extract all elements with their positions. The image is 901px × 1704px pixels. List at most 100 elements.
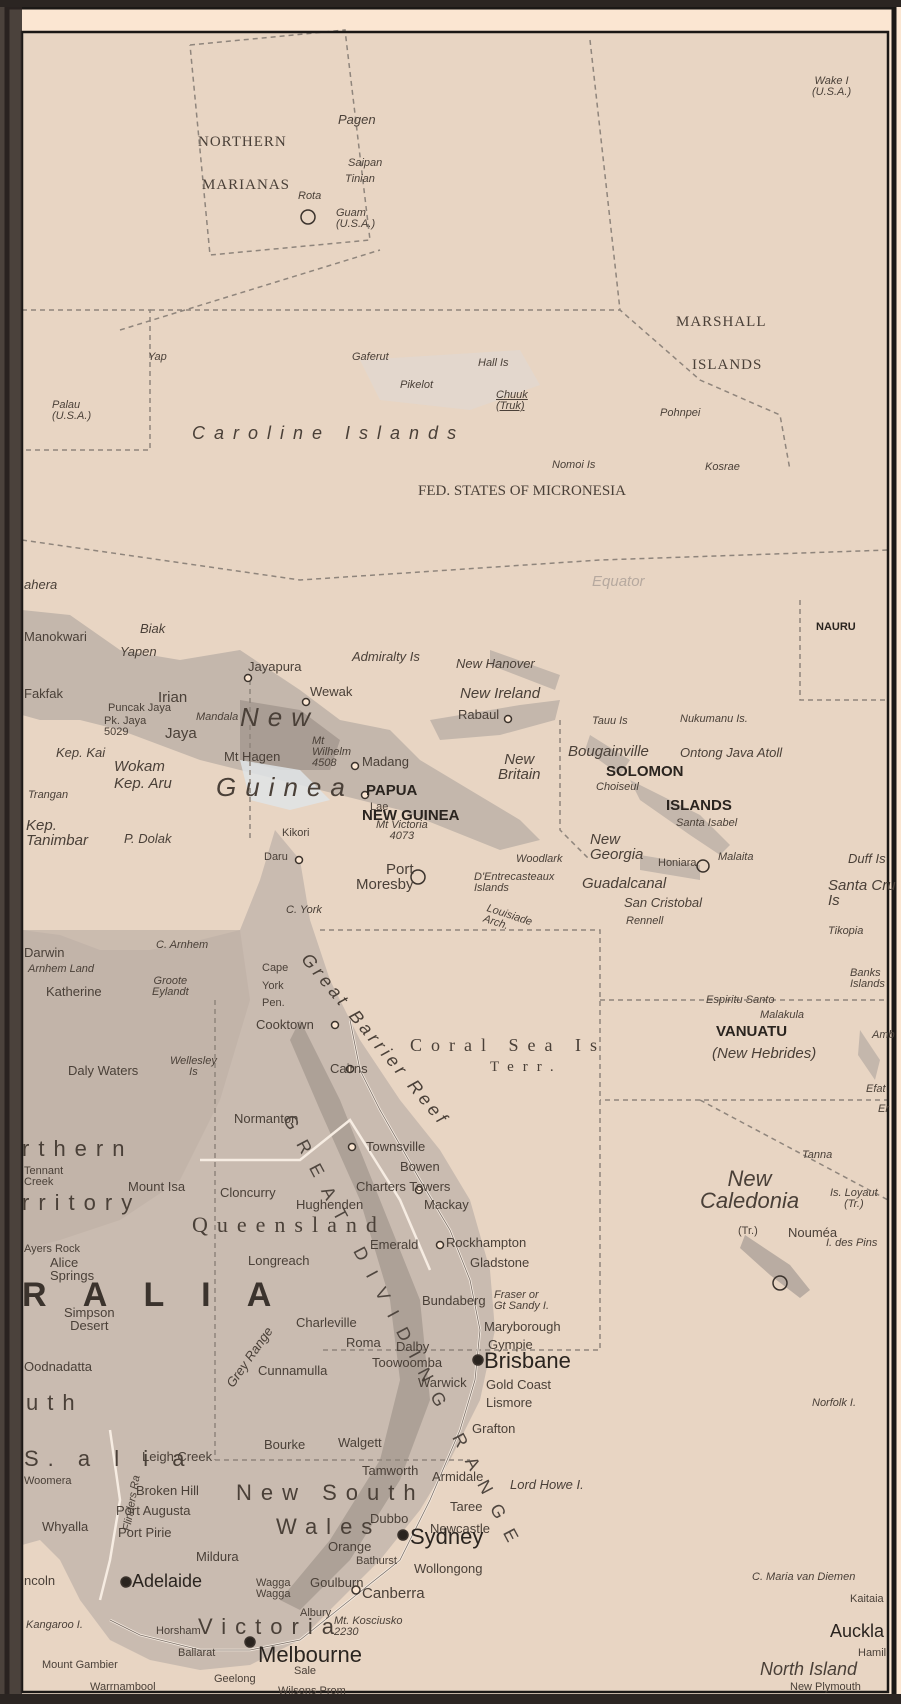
label-pikelot: Pikelot bbox=[400, 379, 434, 391]
label-palau: Palau(U.S.A.) bbox=[52, 399, 92, 422]
australia-coast-shade bbox=[22, 930, 250, 1250]
label-darwin: Darwin bbox=[24, 945, 65, 960]
label-lismore: Lismore bbox=[486, 1395, 533, 1410]
label-auckland: Auckla bbox=[830, 1621, 885, 1641]
label-cunnamulla: Cunnamulla bbox=[258, 1363, 328, 1378]
new-britain bbox=[430, 700, 560, 740]
label-north-island: North Island bbox=[760, 1659, 858, 1679]
label-rennell: Rennell bbox=[626, 915, 664, 927]
label-lincoln: ncoln bbox=[24, 1573, 56, 1588]
road-inland bbox=[200, 1118, 432, 1271]
label-mackay: Mackay bbox=[424, 1197, 469, 1212]
label-toowoomba: Toowoomba bbox=[372, 1355, 443, 1370]
label-mount-gambier: Mount Gambier bbox=[42, 1659, 118, 1671]
marianas-diag bbox=[119, 249, 381, 331]
label-geelong: Geelong bbox=[214, 1673, 256, 1685]
label-mandala: Mandala bbox=[196, 711, 239, 723]
city-markers bbox=[120, 209, 788, 1648]
label-new-plymouth: New Plymouth bbox=[790, 1681, 861, 1693]
label-malakula: Malakula bbox=[760, 1009, 805, 1021]
map-frame-shadow bbox=[0, 0, 22, 1704]
region-south-1: uth bbox=[26, 1390, 84, 1415]
label-sydney: Sydney bbox=[410, 1524, 484, 1549]
label-normanton: Normanton bbox=[234, 1111, 299, 1126]
label-orange: Orange bbox=[328, 1539, 372, 1554]
caroline-shallows bbox=[360, 350, 540, 410]
label-lord-howe: Lord Howe I. bbox=[510, 1477, 584, 1492]
label-ontong-java: Ontong Java Atoll bbox=[680, 745, 783, 760]
label-tanna: Tanna bbox=[802, 1149, 833, 1161]
label-katherine: Katherine bbox=[46, 984, 102, 999]
label-wokam: Wokam bbox=[114, 758, 165, 775]
label-dubbo: Dubbo bbox=[370, 1511, 409, 1526]
label-nukumanu: Nukumanu Is. bbox=[680, 713, 748, 725]
label-fakfak: Fakfak bbox=[24, 686, 64, 701]
label-cloncurry: Cloncurry bbox=[220, 1185, 276, 1200]
caroline-border bbox=[150, 309, 791, 471]
region-australia: R A L I A bbox=[22, 1276, 286, 1314]
label-tikopia: Tikopia bbox=[828, 925, 864, 937]
label-i-des-pins: I. des Pins bbox=[826, 1237, 878, 1249]
region-solomon-2: ISLANDS bbox=[666, 797, 732, 814]
label-c-arnhem: C. Arnhem bbox=[156, 939, 209, 951]
label-duff: Duff Is bbox=[848, 851, 886, 866]
guadalcanal-shape bbox=[640, 855, 700, 880]
label-arnhem-land: Arnhem Land bbox=[28, 963, 95, 975]
new-caledonia-shape bbox=[740, 1235, 810, 1298]
label-gympie: Gympie bbox=[488, 1337, 533, 1352]
label-rockhampton: Rockhampton bbox=[446, 1235, 527, 1250]
label-newcastle: Newcastle bbox=[430, 1521, 490, 1536]
region-irian: Irian bbox=[158, 689, 188, 706]
label-cooktown: Cooktown bbox=[256, 1017, 314, 1032]
label-mt-hagen: Mt Hagen bbox=[224, 749, 281, 764]
label-bundaberg: Bundaberg bbox=[422, 1293, 486, 1308]
label-pohnpei: Pohnpei bbox=[660, 407, 701, 419]
label-townsville: Townsville bbox=[366, 1139, 426, 1154]
label-rabaul: Rabaul bbox=[458, 707, 500, 722]
label-wollongong: Wollongong bbox=[414, 1561, 483, 1576]
label-oodnadatta: Oodnadatta bbox=[24, 1359, 92, 1374]
label-tamworth: Tamworth bbox=[362, 1463, 419, 1478]
region-micronesia: FED. STATES OF MICRONESIA bbox=[418, 483, 626, 499]
label-kep-tanimbar: Kep.Tanimbar bbox=[26, 817, 88, 849]
marker-port-moresby bbox=[410, 869, 426, 885]
label-loyalty: Is. Loyaut(Tr.) bbox=[830, 1187, 878, 1210]
marker-melbourne bbox=[244, 1636, 256, 1648]
label-madang: Madang bbox=[362, 754, 409, 769]
region-new-hebrides: (New Hebrides) bbox=[712, 1045, 817, 1062]
label-mildura: Mildura bbox=[196, 1549, 239, 1564]
political-borders bbox=[21, 29, 889, 1461]
label-wewak: Wewak bbox=[310, 684, 353, 699]
label-san-cristobal: San Cristobal bbox=[624, 895, 703, 910]
region-solomon-1: SOLOMON bbox=[606, 763, 684, 780]
label-whyalla: Whyalla bbox=[42, 1519, 89, 1534]
region-papua: PAPUA bbox=[366, 782, 418, 799]
label-c-york: C. York bbox=[286, 904, 322, 916]
label-tauu: Tauu Is bbox=[592, 715, 628, 727]
marker-adelaide bbox=[120, 1576, 132, 1588]
label-malaita: Malaita bbox=[718, 851, 754, 863]
label-sale: Sale bbox=[294, 1665, 317, 1677]
marker-cairns bbox=[345, 1064, 355, 1074]
label-walgett: Walgett bbox=[338, 1435, 382, 1450]
marker-daru bbox=[294, 855, 304, 865]
label-port-augusta: Port Augusta bbox=[116, 1503, 191, 1518]
label-bourke: Bourke bbox=[264, 1437, 306, 1452]
label-brisbane: Brisbane bbox=[484, 1348, 571, 1373]
region-queensland: Queensland bbox=[192, 1212, 386, 1237]
label-p-dolak: P. Dolak bbox=[124, 831, 172, 846]
label-ballarat: Ballarat bbox=[178, 1647, 216, 1659]
marker-jayapura bbox=[243, 673, 253, 683]
label-norfolk: Norfolk I. bbox=[812, 1397, 857, 1409]
